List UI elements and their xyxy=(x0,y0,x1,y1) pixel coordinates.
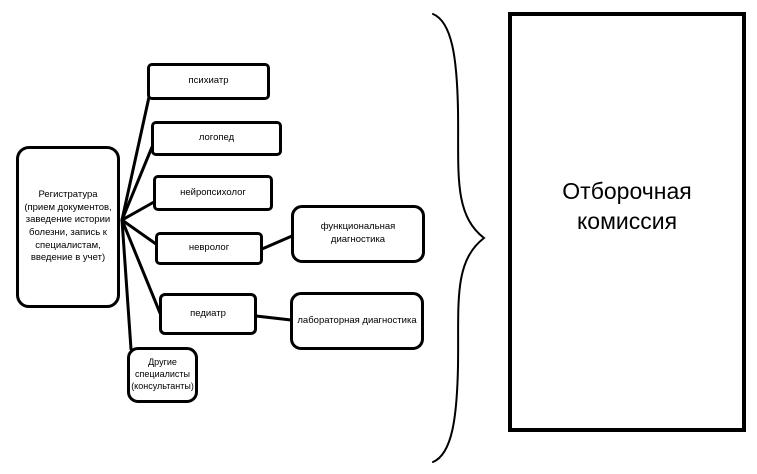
node-registration-label: Регистратура (прием документов, заведени… xyxy=(24,189,112,264)
node-pediatrician-label: педиатр xyxy=(190,307,226,319)
edge-registration-neurologist xyxy=(120,218,158,246)
node-laboratory-diagnostics-label: лабораторная диагностика xyxy=(297,314,417,326)
edge-registration-psychiatrist xyxy=(120,95,151,222)
edge-neurologist-functional-diagnostics xyxy=(260,234,294,251)
edge-registration-pediatrician xyxy=(120,218,162,315)
node-functional-diagnostics: функциональная диагностика xyxy=(291,205,425,263)
node-neuropsychologist: нейропсихолог xyxy=(153,175,273,211)
node-speech-therapist-label: логопед xyxy=(198,132,235,144)
node-pediatrician: педиатр xyxy=(159,293,257,335)
node-other-specialists-label: Другие специалисты (консультанты) xyxy=(131,357,194,391)
node-laboratory-diagnostics: лабораторная диагностика xyxy=(290,292,424,350)
node-speech-therapist: логопед xyxy=(151,121,282,156)
edge-registration-speech-therapist xyxy=(120,145,154,222)
node-functional-diagnostics-label: функциональная диагностика xyxy=(320,221,396,245)
node-psychiatrist-label: психиатр xyxy=(188,75,229,87)
node-psychiatrist: психиатр xyxy=(147,63,270,100)
node-selection-commission: Отборочная комиссия xyxy=(508,12,746,432)
curly-brace xyxy=(432,13,486,463)
node-neurologist: невролог xyxy=(155,232,263,265)
edge-pediatrician-laboratory-diagnostics xyxy=(254,314,293,322)
node-selection-commission-label: Отборочная комиссия xyxy=(562,178,692,234)
edge-registration-other-specialists xyxy=(120,218,133,351)
node-neurologist-label: невролог xyxy=(188,242,230,254)
edge-registration-neuropsychologist xyxy=(120,200,156,222)
node-neuropsychologist-label: нейропсихолог xyxy=(180,186,246,198)
node-other-specialists: Другие специалисты (консультанты) xyxy=(127,347,198,403)
node-registration: Регистратура (прием документов, заведени… xyxy=(16,146,120,308)
